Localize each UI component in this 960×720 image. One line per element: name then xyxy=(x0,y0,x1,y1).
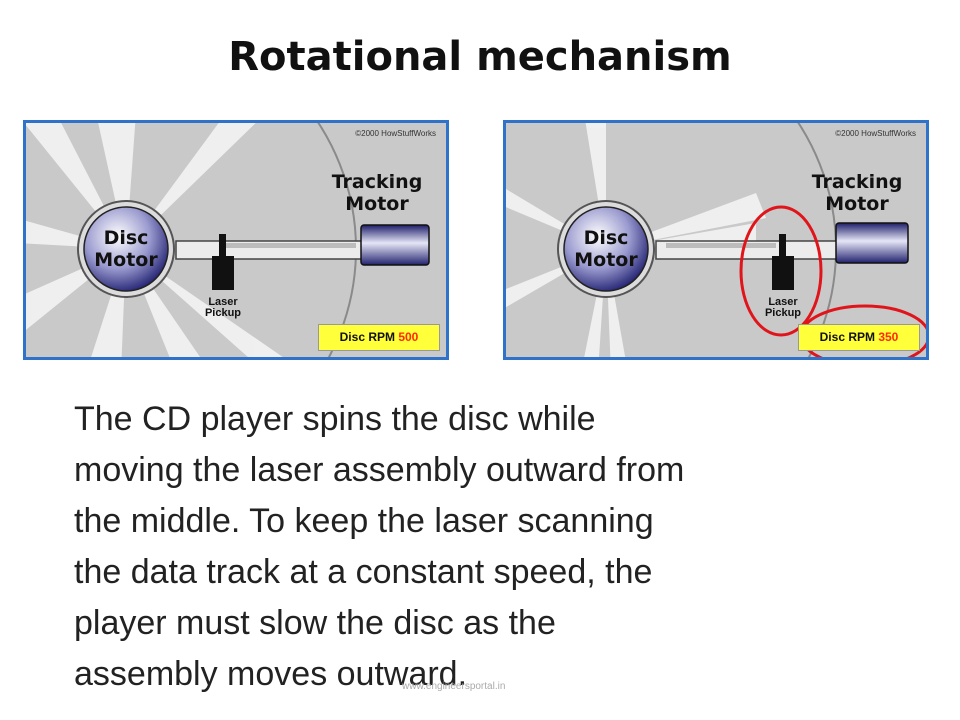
rpm-value: 500 xyxy=(398,330,419,344)
watermark-text: www.engineersportal.in xyxy=(402,681,506,692)
cd-mechanism-illustration xyxy=(26,123,446,357)
laser-pickup-shape xyxy=(772,256,794,290)
description-line: the data track at a constant speed, the xyxy=(74,553,653,591)
page-title: Rotational mechanism xyxy=(228,34,732,80)
tracking-motor-label: Tracking Motor xyxy=(811,171,903,215)
diagram-panel-after: ©2000 HowStuffWorks Tracking Motor Disc … xyxy=(503,120,929,360)
copyright-notice: ©2000 HowStuffWorks xyxy=(355,129,436,138)
tracking-motor-shape xyxy=(360,224,430,266)
disc-motor-shape xyxy=(563,206,649,292)
laser-highlight-circle xyxy=(739,205,823,337)
laser-pickup-label: Laser Pickup xyxy=(764,296,802,319)
rpm-label: Disc RPM xyxy=(819,330,879,344)
description-line: player must slow the disc as the xyxy=(74,604,556,642)
tracking-motor-shape xyxy=(835,222,909,264)
disc-rpm-badge: Disc RPM 350 xyxy=(798,324,920,351)
description-line: assembly moves outward. xyxy=(74,655,468,693)
copyright-notice: ©2000 HowStuffWorks xyxy=(835,129,916,138)
tracking-motor-label: Tracking Motor xyxy=(331,171,423,215)
disc-rpm-badge: Disc RPM 500 xyxy=(318,324,440,351)
description-line: moving the laser assembly outward from xyxy=(74,451,685,489)
laser-pickup-label: Laser Pickup xyxy=(204,296,242,319)
description-line: the middle. To keep the laser scanning xyxy=(74,502,654,540)
disc-motor-shape xyxy=(83,206,169,292)
description-line: The CD player spins the disc while xyxy=(74,400,596,438)
description-text: The CD player spins the disc while movin… xyxy=(74,394,894,700)
cd-mechanism-illustration xyxy=(506,123,926,357)
rpm-value: 350 xyxy=(878,330,899,344)
rpm-label: Disc RPM xyxy=(339,330,399,344)
disc-motor-label: Disc Motor xyxy=(574,227,638,271)
diagram-panel-before: ©2000 HowStuffWorks Tracking Motor Disc … xyxy=(23,120,449,360)
laser-pickup-shape xyxy=(212,256,234,290)
disc-motor-label: Disc Motor xyxy=(94,227,158,271)
